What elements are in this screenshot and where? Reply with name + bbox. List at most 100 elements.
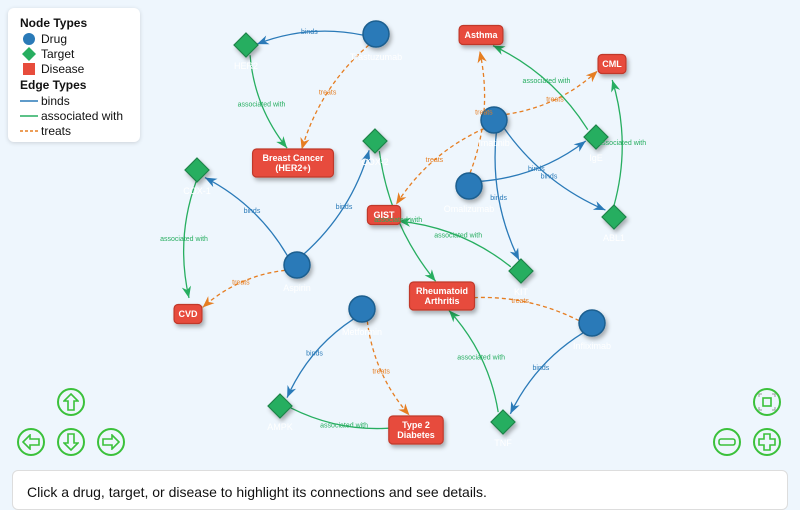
- arrow-up-icon: [63, 393, 79, 411]
- edge-binds: [509, 332, 584, 415]
- edge-label: binds: [336, 204, 353, 211]
- edge-binds: [481, 140, 587, 182]
- edge-label: treats: [319, 89, 337, 96]
- edge-associated: [398, 217, 512, 268]
- edge-label: binds: [533, 365, 550, 372]
- node-label: Metformin: [342, 327, 382, 337]
- node-label: COX-1: [183, 186, 211, 196]
- edge-treats: [366, 320, 410, 416]
- edge-label: binds: [244, 208, 261, 215]
- edge-binds: [494, 132, 520, 261]
- node-label: COX-2: [361, 157, 389, 167]
- node-label: Trastuzumab: [350, 52, 402, 62]
- plus-icon: [758, 433, 776, 451]
- edge-label: treats: [372, 368, 390, 375]
- edge-label: treats: [546, 97, 564, 104]
- dashed-line-icon: [20, 129, 38, 133]
- arrow-right-icon: [102, 434, 120, 450]
- node-label: GIST: [373, 210, 395, 220]
- node-abl1[interactable]: ABL1: [601, 204, 627, 243]
- node-trastuzumab[interactable]: Trastuzumab: [350, 20, 402, 62]
- edge-label: associated with: [374, 217, 422, 224]
- legend-edge-title: Edge Types: [20, 78, 87, 92]
- node-imatinib[interactable]: Imatinib: [478, 106, 510, 148]
- node-metformin[interactable]: Metformin: [342, 295, 382, 337]
- node-infliximab[interactable]: Infliximab: [573, 309, 611, 351]
- edge-associated: [249, 55, 288, 149]
- node-her2[interactable]: HER2: [233, 32, 259, 71]
- pan-up-button[interactable]: [57, 388, 85, 416]
- node-label: Breast Cancer(HER2+): [262, 153, 324, 173]
- circle-icon: [20, 32, 38, 45]
- arrow-down-icon: [63, 433, 79, 451]
- node-asthma[interactable]: Asthma: [458, 24, 504, 46]
- node-label: ABL1: [603, 233, 625, 243]
- node-label: Asthma: [464, 30, 498, 40]
- fit-view-button[interactable]: [753, 388, 781, 416]
- legend-treats: treats: [20, 123, 128, 138]
- node-ampk[interactable]: AMPK: [267, 393, 293, 432]
- edge-label-layer: binds associated with treats binds binds asso…: [160, 29, 646, 430]
- fit-screen-icon: [758, 393, 776, 411]
- edge-binds: [204, 176, 289, 257]
- edge-associated: [181, 180, 197, 299]
- edge-binds: [303, 150, 371, 255]
- edge-label: treats: [232, 279, 250, 286]
- node-label: Aspirin: [283, 283, 311, 293]
- edge-treats: [202, 269, 286, 308]
- edge-treats: [505, 70, 598, 116]
- legend-target: Target: [20, 46, 128, 61]
- edge-label: binds: [301, 29, 318, 36]
- zoom-in-button[interactable]: [753, 428, 781, 456]
- node-aspirin[interactable]: Aspirin: [283, 251, 311, 293]
- edge-binds: [256, 30, 364, 45]
- edge-binds: [503, 127, 606, 211]
- edge-associated: [611, 79, 623, 207]
- node-label: AMPK: [267, 422, 293, 432]
- zoom-out-button[interactable]: [713, 428, 741, 456]
- node-label: KIT: [514, 287, 529, 297]
- pan-left-button[interactable]: [17, 428, 45, 456]
- node-cox1[interactable]: COX-1: [183, 157, 211, 196]
- pan-right-button[interactable]: [97, 428, 125, 456]
- node-bc[interactable]: Breast Cancer(HER2+): [251, 148, 335, 178]
- edge-label: associated with: [457, 355, 505, 362]
- legend-associated: associated with: [20, 108, 128, 123]
- edge-treats: [395, 127, 485, 205]
- minus-icon: [718, 438, 736, 446]
- legend-disease: Disease: [20, 61, 128, 76]
- legend: Node Types Drug Target Disease Edge Type…: [8, 8, 140, 142]
- node-cml[interactable]: CML: [597, 53, 627, 75]
- edge-treats: [300, 44, 370, 150]
- node-cvd[interactable]: CVD: [173, 303, 203, 325]
- edge-label: associated with: [160, 236, 208, 243]
- node-label: HER2: [234, 61, 258, 71]
- solid-line-icon: [20, 99, 38, 103]
- solid-line-icon: [20, 114, 38, 118]
- square-icon: [20, 62, 38, 75]
- edge-layer: [181, 30, 623, 434]
- legend-node-title: Node Types: [20, 16, 88, 30]
- edge-label: treats: [511, 298, 529, 305]
- edge-label: binds: [528, 166, 545, 173]
- edge-label: associated with: [434, 233, 482, 240]
- node-tnf[interactable]: TNF: [490, 409, 516, 448]
- arrow-left-icon: [22, 434, 40, 450]
- edge-label: binds: [306, 350, 323, 357]
- edge-label: associated with: [523, 78, 571, 85]
- node-ige[interactable]: IgE: [583, 124, 609, 163]
- node-gist[interactable]: GIST: [366, 204, 402, 226]
- pan-down-button[interactable]: [57, 428, 85, 456]
- edge-binds: [286, 318, 354, 398]
- node-kit[interactable]: KIT: [508, 258, 534, 297]
- edge-associated: [492, 45, 589, 131]
- diamond-icon: [20, 46, 38, 61]
- node-omalizumab[interactable]: Omalizumab: [444, 172, 495, 214]
- node-cox2[interactable]: COX-2: [361, 128, 389, 167]
